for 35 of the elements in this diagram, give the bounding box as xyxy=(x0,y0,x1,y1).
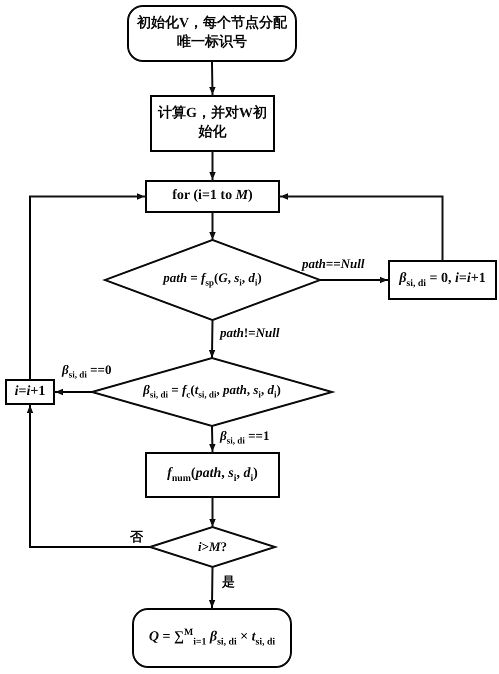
node-text: path = f$_{sp}$(G, s$_{i}$, d$_{i}$) xyxy=(162,270,263,290)
node-text: Q = ∑$^{M}$$_{i=1}$ β$_{si, di}$ × t$_{si, di}$ xyxy=(148,626,276,650)
node-text: i=i+1 xyxy=(14,382,46,401)
arrow xyxy=(29,193,145,379)
arrow xyxy=(26,405,150,548)
process-box xyxy=(150,95,275,152)
edge-label: path==Null xyxy=(300,256,367,272)
node-text: β$_{si, di}$ = 0, i=i+1 xyxy=(398,270,487,290)
arrow xyxy=(209,498,216,527)
terminal-box xyxy=(127,5,297,62)
arrow xyxy=(209,213,216,240)
edge-label: 否 xyxy=(128,528,145,546)
node-text: i>M? xyxy=(196,538,228,556)
node-text: 初始化V，每个节点分配唯一标识号 xyxy=(136,15,288,52)
edge-label: β$_{si, di}$ ==0 xyxy=(60,362,114,380)
process-box xyxy=(5,379,55,405)
terminal-box xyxy=(132,608,292,668)
node-text: 计算G，并对W初始化 xyxy=(156,105,268,142)
node-text: for (i=1 to M) xyxy=(171,187,254,206)
process-box xyxy=(388,260,497,300)
node-text: f$_{num}$(path, s$_{i}$, d$_{i}$) xyxy=(166,464,259,486)
process-box xyxy=(145,452,280,498)
edge-label: path!=Null xyxy=(218,325,282,341)
arrow xyxy=(208,320,216,358)
edge-label: β$_{si, di}$ ==1 xyxy=(218,428,272,446)
arrow xyxy=(320,276,388,284)
arrow xyxy=(209,62,216,96)
arrow xyxy=(209,152,216,180)
arrow xyxy=(55,388,92,396)
process-box xyxy=(145,180,280,213)
node-text: β$_{si, di}$ = f$_{c}$(t$_{si, di}$, path, s$_{i}$, d$_{i}$) xyxy=(142,382,282,402)
arrow xyxy=(280,193,444,260)
edge-label: 是 xyxy=(220,573,237,591)
arrow xyxy=(209,426,216,452)
arrow xyxy=(208,566,216,608)
